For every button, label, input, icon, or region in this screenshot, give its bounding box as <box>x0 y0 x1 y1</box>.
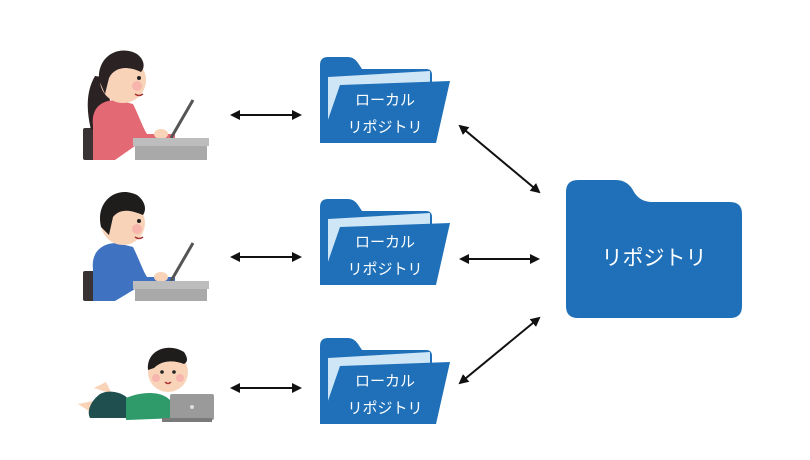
local-repo-label-line2: リポジトリ <box>347 399 423 417</box>
man-with-laptop-icon <box>83 191 209 301</box>
local-repository-folder-2: ローカル リポジトリ <box>318 197 452 289</box>
local-repo-label-line2: リポジトリ <box>347 260 423 278</box>
boy-lying-with-laptop-icon <box>78 347 214 422</box>
remote-repository-folder: リポジトリ <box>566 180 742 318</box>
local-repository-folder-1: ローカル リポジトリ <box>318 55 452 147</box>
local-repo-label-line1: ローカル <box>354 372 415 390</box>
local-repo-label-line1: ローカル <box>354 233 415 251</box>
remote-repo-label: リポジトリ <box>601 246 707 270</box>
local-repository-folder-3: ローカル リポジトリ <box>318 336 452 428</box>
arrow-local3-remote <box>458 316 541 385</box>
arrow-local1-remote <box>458 124 541 194</box>
local-repo-label-line1: ローカル <box>354 91 415 109</box>
woman-with-laptop-icon <box>83 50 209 160</box>
local-repo-label-line2: リポジトリ <box>347 118 423 136</box>
